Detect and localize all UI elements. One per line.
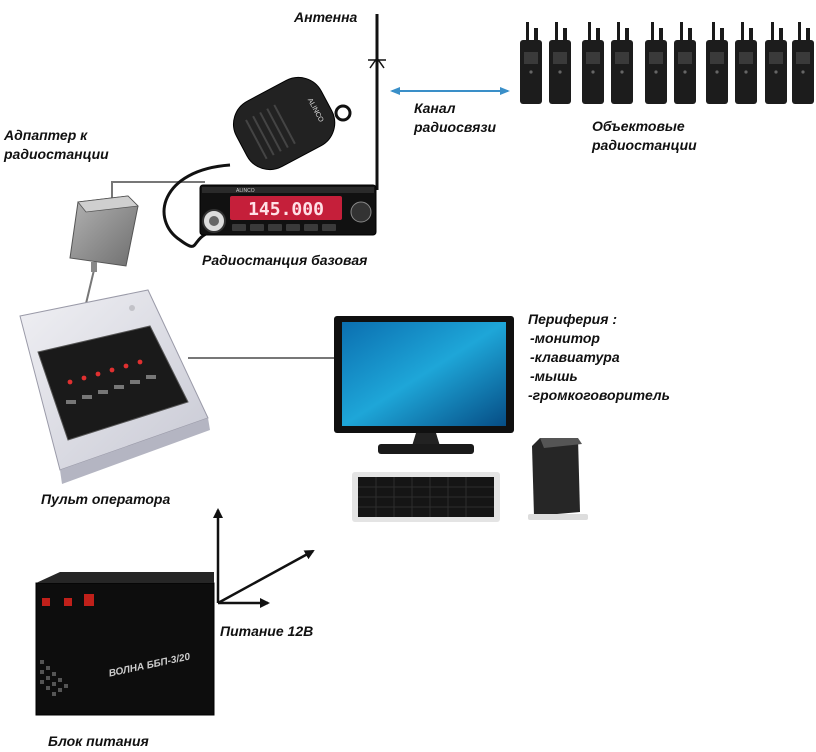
operator-console-label: Пульт оператора [41, 491, 171, 507]
adapter-label-line2: радиостанции [4, 146, 109, 162]
handheld-radio-icon [792, 22, 814, 104]
channel-label-line2: радиосвязи [414, 119, 497, 135]
peripherals-item: -мышь [530, 368, 578, 384]
handheld-radio-icon [520, 22, 542, 104]
object-radios-label: Объектовые радиостанции [592, 117, 697, 155]
peripherals-title: Периферия : [528, 311, 618, 327]
power-arrow-diagonal [217, 549, 315, 605]
monitor-icon [334, 316, 514, 454]
object-radios-label-line1: Объектовые [592, 118, 685, 134]
peripherals-label: Периферия : -монитор -клавиатура -мышь -… [528, 310, 670, 405]
antenna [368, 14, 386, 190]
handheld-radio-icon [735, 22, 757, 104]
adapter-box [69, 195, 139, 272]
channel-label-line1: Канал [414, 100, 456, 116]
handheld-radio-icon [706, 22, 728, 104]
base-radio-station: ALINCO ALINCO 145.000 [162, 76, 377, 248]
microphone-icon: ALINCO [233, 76, 336, 171]
channel-label: Канал радиосвязи [414, 99, 496, 137]
handheld-radio-icon [582, 22, 604, 104]
object-radios [520, 22, 814, 104]
radio-brand-text: ALINCO [236, 188, 255, 194]
adapter-to-radio-cable [111, 181, 205, 198]
object-radios-label-line2: радиостанции [592, 137, 697, 153]
computer-peripherals [334, 316, 588, 522]
radio-display-text: 145.000 [248, 199, 324, 220]
peripherals-item: -клавиатура [530, 349, 620, 365]
adapter-label: Адпаптер к радиостанции [4, 126, 109, 164]
power-unit-label: Блок питания [48, 733, 149, 749]
handheld-radio-icon [765, 22, 787, 104]
handheld-radio-icon [674, 22, 696, 104]
antenna-label: Антенна [294, 9, 358, 25]
peripherals-item: -монитор [530, 330, 600, 346]
power-arrows [213, 508, 315, 608]
handheld-radio-icon [611, 22, 633, 104]
base-station-label: Радиостанция базовая [202, 252, 368, 268]
handheld-radio-icon [549, 22, 571, 104]
power-unit: ВОЛНА ББП-3/20 [35, 572, 215, 716]
adapter-label-line1: Адпаптер к [4, 127, 88, 143]
operator-console [19, 289, 210, 484]
keyboard-icon [352, 472, 500, 522]
speaker-icon [528, 438, 588, 520]
handheld-radio-icon [645, 22, 667, 104]
peripherals-item: -громкоговоритель [528, 387, 670, 403]
power-12v-label: Питание 12В [220, 623, 314, 639]
mic-cord [162, 163, 231, 248]
